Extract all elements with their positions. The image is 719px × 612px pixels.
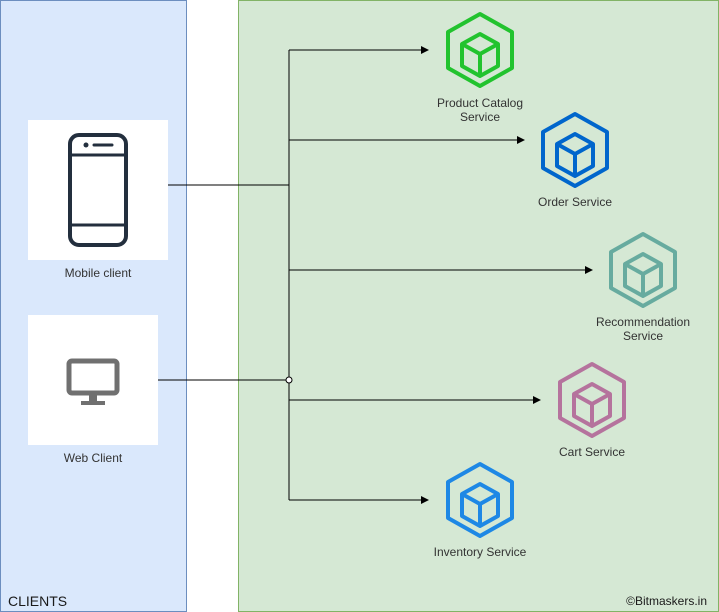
cart-service-icon[interactable] <box>556 360 628 440</box>
order-service-icon[interactable] <box>539 110 611 190</box>
junction-dot <box>285 376 293 384</box>
inventory-service-icon[interactable] <box>444 460 516 540</box>
cart-service-label: Cart Service <box>558 445 626 459</box>
inventory-service-label: Inventory Service <box>433 545 527 559</box>
clients-panel-title: CLIENTS <box>8 593 68 609</box>
product-catalog-service-icon[interactable] <box>444 10 516 90</box>
web-client-label: Web Client <box>63 451 123 465</box>
mobile-client-box[interactable] <box>28 120 168 260</box>
order-service-label: Order Service <box>537 195 613 209</box>
recommendation-service-icon[interactable] <box>607 230 679 310</box>
clients-panel <box>0 0 187 612</box>
watermark: ©Bitmaskers.in <box>626 594 707 608</box>
monitor-icon <box>66 358 120 405</box>
smartphone-icon <box>68 133 128 247</box>
mobile-client-label: Mobile client <box>64 266 132 280</box>
web-client-box[interactable] <box>28 315 158 445</box>
